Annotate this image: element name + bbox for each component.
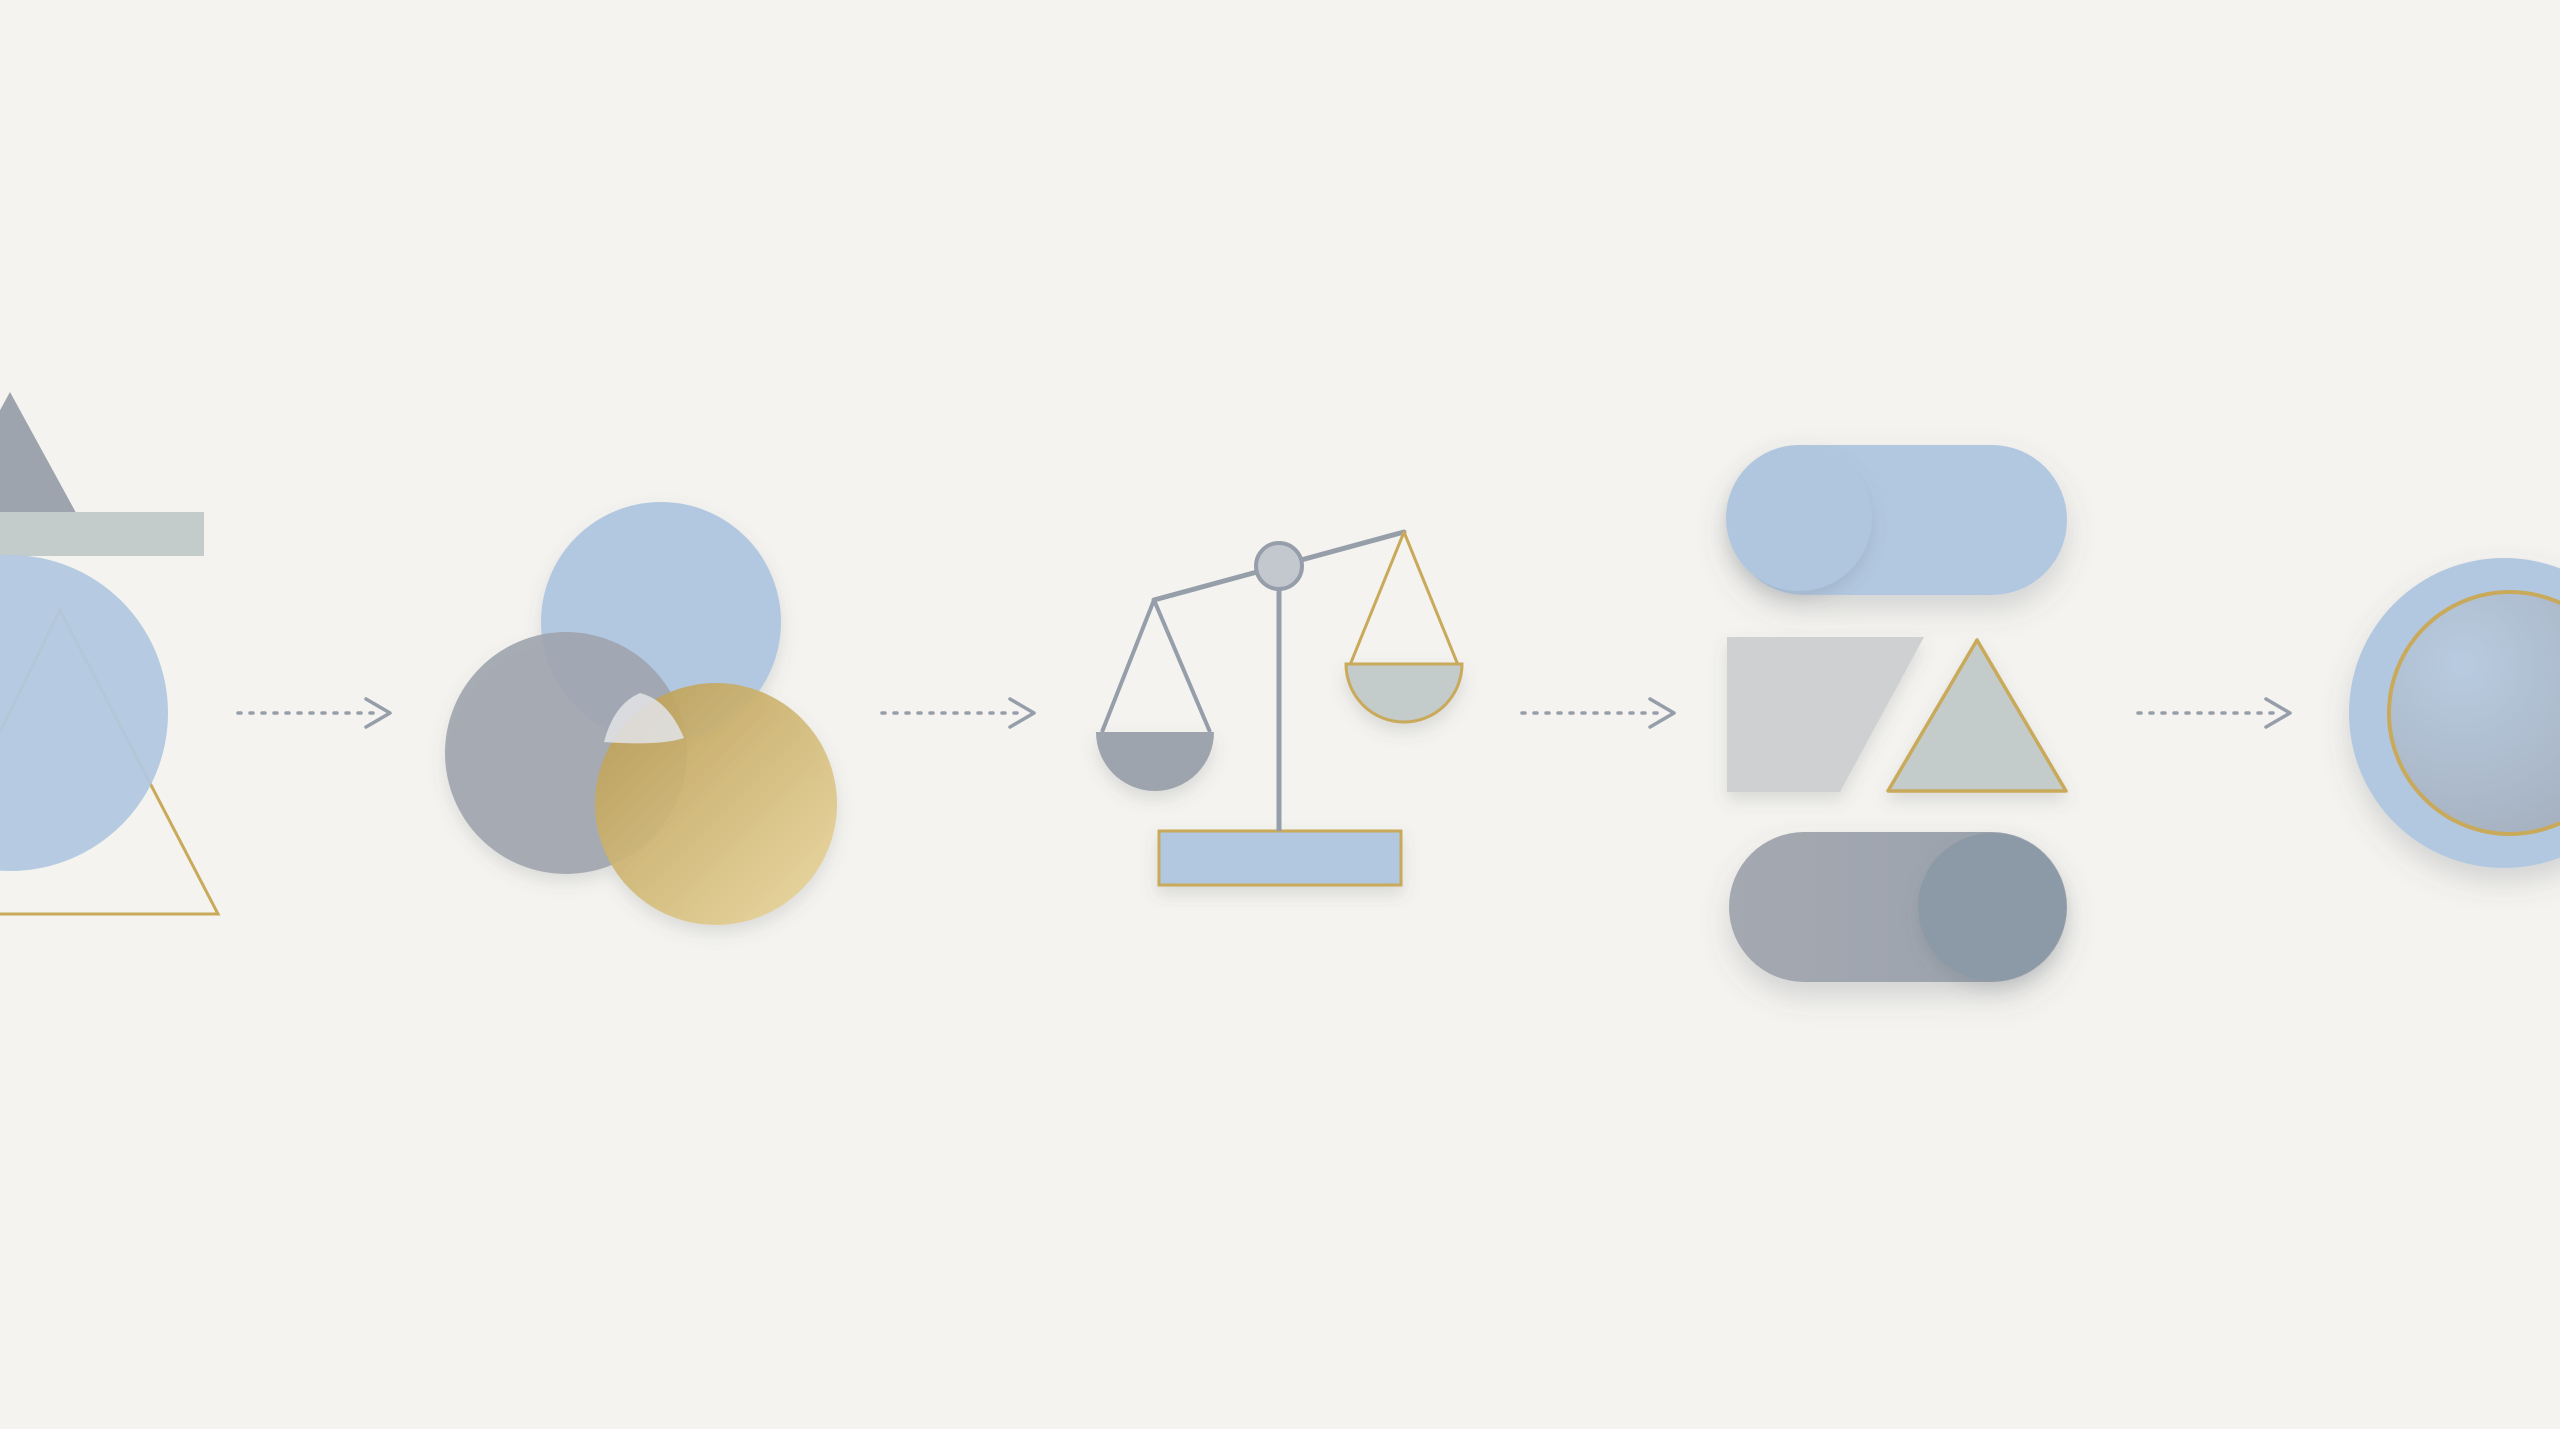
stage-toggles-and-shapes (1726, 445, 2068, 982)
gold-circle (595, 683, 837, 925)
connector-arrow (2136, 697, 2292, 729)
arrowhead-icon (364, 697, 392, 729)
stage-stacked-shapes (0, 392, 221, 916)
gray-parallelogram (1727, 637, 1924, 792)
toggle-on (1726, 445, 2067, 595)
connector-arrow (236, 697, 392, 729)
toggle-on-knob (1726, 445, 1872, 591)
sage-triangle (1886, 638, 2068, 793)
connector-arrow (880, 697, 1036, 729)
left-pan (1096, 732, 1214, 791)
gold-ring (2387, 590, 2560, 836)
scale-pivot (1254, 541, 1304, 591)
sage-bar (0, 512, 204, 556)
toggle-off (1729, 832, 2067, 982)
blue-circle (0, 555, 168, 871)
stage-balance-scale (1096, 529, 1464, 887)
connector-arrow (1520, 697, 1676, 729)
left-pan-strings (1100, 598, 1212, 733)
arrowhead-icon (2264, 697, 2292, 729)
scale-base (1157, 829, 1403, 887)
gray-triangle (0, 392, 80, 520)
stage-ringed-circle (2349, 558, 2560, 868)
right-pan (1344, 662, 1464, 724)
arrowhead-icon (1648, 697, 1676, 729)
right-pan-strings (1348, 530, 1460, 666)
stage-overlapping-circles (445, 502, 837, 925)
center-overlap (604, 693, 684, 744)
arrowhead-icon (1008, 697, 1036, 729)
inner-circle (2389, 592, 2560, 834)
toggle-off-knob (1918, 833, 2066, 981)
